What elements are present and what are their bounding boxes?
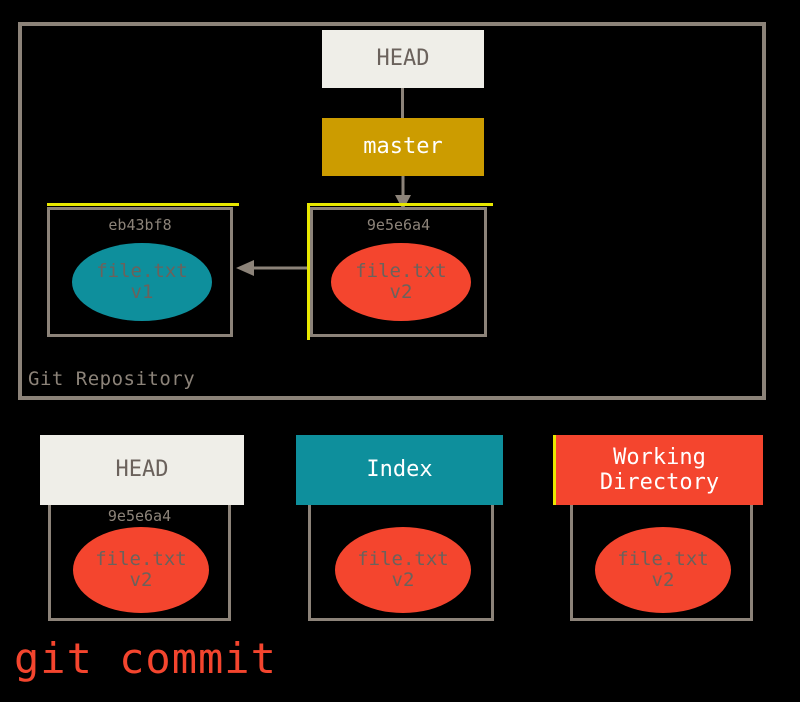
blob-filename: file.txt xyxy=(357,547,449,570)
commit-card-eb43bf8[interactable]: eb43bf8 file.txt v1 xyxy=(47,203,239,337)
commit-hash-label: 9e5e6a4 xyxy=(366,216,431,234)
panel-title-line: HEAD xyxy=(115,457,169,483)
commit-card-left-highlight xyxy=(307,203,310,340)
commit-card-9e5e6a4[interactable]: 9e5e6a4 file.txt v2 xyxy=(307,203,493,340)
commit-card-top-highlight xyxy=(310,203,493,206)
head-ref-box[interactable]: HEAD xyxy=(322,30,484,88)
panel-header-index[interactable]: Index xyxy=(296,435,503,505)
panel-body-head: 9e5e6a4 file.txt v2 xyxy=(48,505,231,621)
blob-version: v2 xyxy=(129,569,153,591)
panel-title-line: Directory xyxy=(599,470,720,495)
panel-hash-label: 9e5e6a4 xyxy=(107,507,172,525)
blob-file-txt-v2[interactable]: file.txt v2 xyxy=(331,243,471,321)
blob-filename: file.txt xyxy=(617,547,709,570)
git-repository-label: Git Repository xyxy=(28,368,196,390)
panel-body-index: file.txt v2 xyxy=(308,505,494,621)
commit-card-top-highlight xyxy=(47,203,239,206)
blob-file-txt-v2[interactable]: file.txt v2 xyxy=(595,527,731,613)
arrow-master-to-commit xyxy=(395,176,411,210)
blob-version: v1 xyxy=(130,281,154,303)
blob-file-txt-v2[interactable]: file.txt v2 xyxy=(73,527,209,613)
blob-version: v2 xyxy=(391,569,415,591)
branch-ref-label: master xyxy=(363,134,443,160)
panel-title-line: Index xyxy=(366,457,433,483)
blob-filename: file.txt xyxy=(96,259,188,282)
head-ref-label: HEAD xyxy=(376,46,430,72)
blob-filename: file.txt xyxy=(95,547,187,570)
blob-filename: file.txt xyxy=(355,259,447,282)
panel-header-working-directory[interactable]: Working Directory xyxy=(556,435,763,505)
panel-header-head[interactable]: HEAD xyxy=(40,435,244,505)
panel-body-working-directory: file.txt v2 xyxy=(570,505,753,621)
blob-version: v2 xyxy=(389,281,413,303)
diagram-caption: git commit xyxy=(14,634,277,683)
panel-title-line: Working xyxy=(613,444,706,470)
blob-file-txt-v2[interactable]: file.txt v2 xyxy=(335,527,471,613)
blob-file-txt-v1[interactable]: file.txt v1 xyxy=(72,243,212,321)
git-repository-frame xyxy=(18,22,766,400)
panel-header-left-highlight xyxy=(553,435,556,505)
arrow-commit-parent-link xyxy=(236,260,312,276)
blob-version: v2 xyxy=(651,569,675,591)
branch-ref-box-master[interactable]: master xyxy=(322,118,484,176)
connector-head-to-master xyxy=(401,88,404,118)
commit-hash-label: eb43bf8 xyxy=(108,216,172,234)
